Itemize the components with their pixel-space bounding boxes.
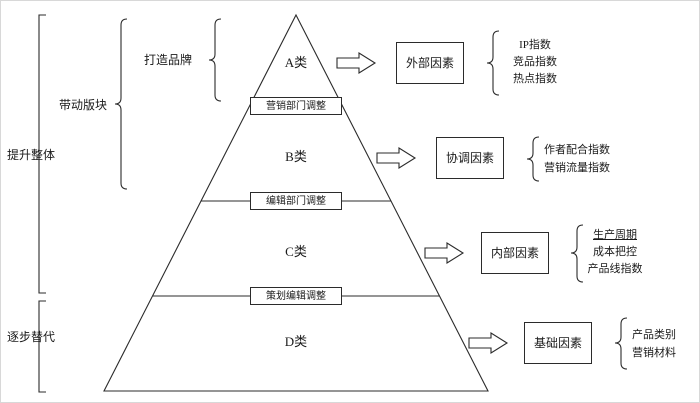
pyramid-level-b: B类 <box>285 149 307 164</box>
label-drive-sections: 带动版块 <box>59 98 108 112</box>
factor-item: 生产周期 <box>593 229 637 241</box>
factor-item: 热点指数 <box>513 73 557 85</box>
external-factor-items: IP指数 竞品指数 热点指数 <box>503 37 567 88</box>
brace-drive-sections <box>114 18 128 190</box>
factor-item: 作者配合指数 <box>544 144 610 156</box>
factor-box-external: 外部因素 <box>396 42 464 84</box>
brace-build-brand <box>208 18 222 102</box>
factor-item: 成本把控 <box>593 246 637 258</box>
pyramid-level-a: A类 <box>284 55 308 70</box>
brace-external-items <box>486 30 500 96</box>
arrow-to-external-factors <box>336 52 377 74</box>
factor-box-basic: 基础因素 <box>524 322 592 364</box>
arrow-to-basic-factors <box>468 332 509 354</box>
divider-box-editing-dept: 编辑部门调整 <box>250 192 342 210</box>
arrow-to-coordination-factors <box>376 147 417 169</box>
label-build-brand: 打造品牌 <box>144 53 193 67</box>
coordination-factor-items: 作者配合指数 营销流量指数 <box>541 141 613 177</box>
basic-factor-items: 产品类别 营销材料 <box>629 326 679 362</box>
pyramid-level-d: D类 <box>284 334 308 349</box>
factor-item: IP指数 <box>519 39 551 51</box>
factor-item: 竞品指数 <box>513 56 557 68</box>
arrow-to-internal-factors <box>424 242 465 264</box>
factor-box-coordination: 协调因素 <box>436 137 504 179</box>
factor-item: 产品线指数 <box>587 263 643 275</box>
brace-internal-items <box>570 224 584 283</box>
label-improve-overall: 提升整体 <box>7 148 56 162</box>
bracket-gradual-replace <box>38 300 46 393</box>
pyramid-level-c: C类 <box>285 244 307 259</box>
label-gradual-replace: 逐步替代 <box>7 330 56 344</box>
divider-box-planning-editor: 策划编辑调整 <box>250 287 342 305</box>
factor-item: 营销流量指数 <box>544 162 610 174</box>
factor-box-internal: 内部因素 <box>481 232 549 274</box>
bracket-improve-overall <box>38 14 46 294</box>
internal-factor-items: 生产周期 成本把控 产品线指数 <box>585 227 645 278</box>
divider-box-marketing-dept: 营销部门调整 <box>250 97 342 115</box>
factor-item: 产品类别 <box>632 329 676 341</box>
factor-item: 营销材料 <box>632 347 676 359</box>
brace-basic-items <box>614 317 628 370</box>
brace-coordination-items <box>526 136 540 182</box>
